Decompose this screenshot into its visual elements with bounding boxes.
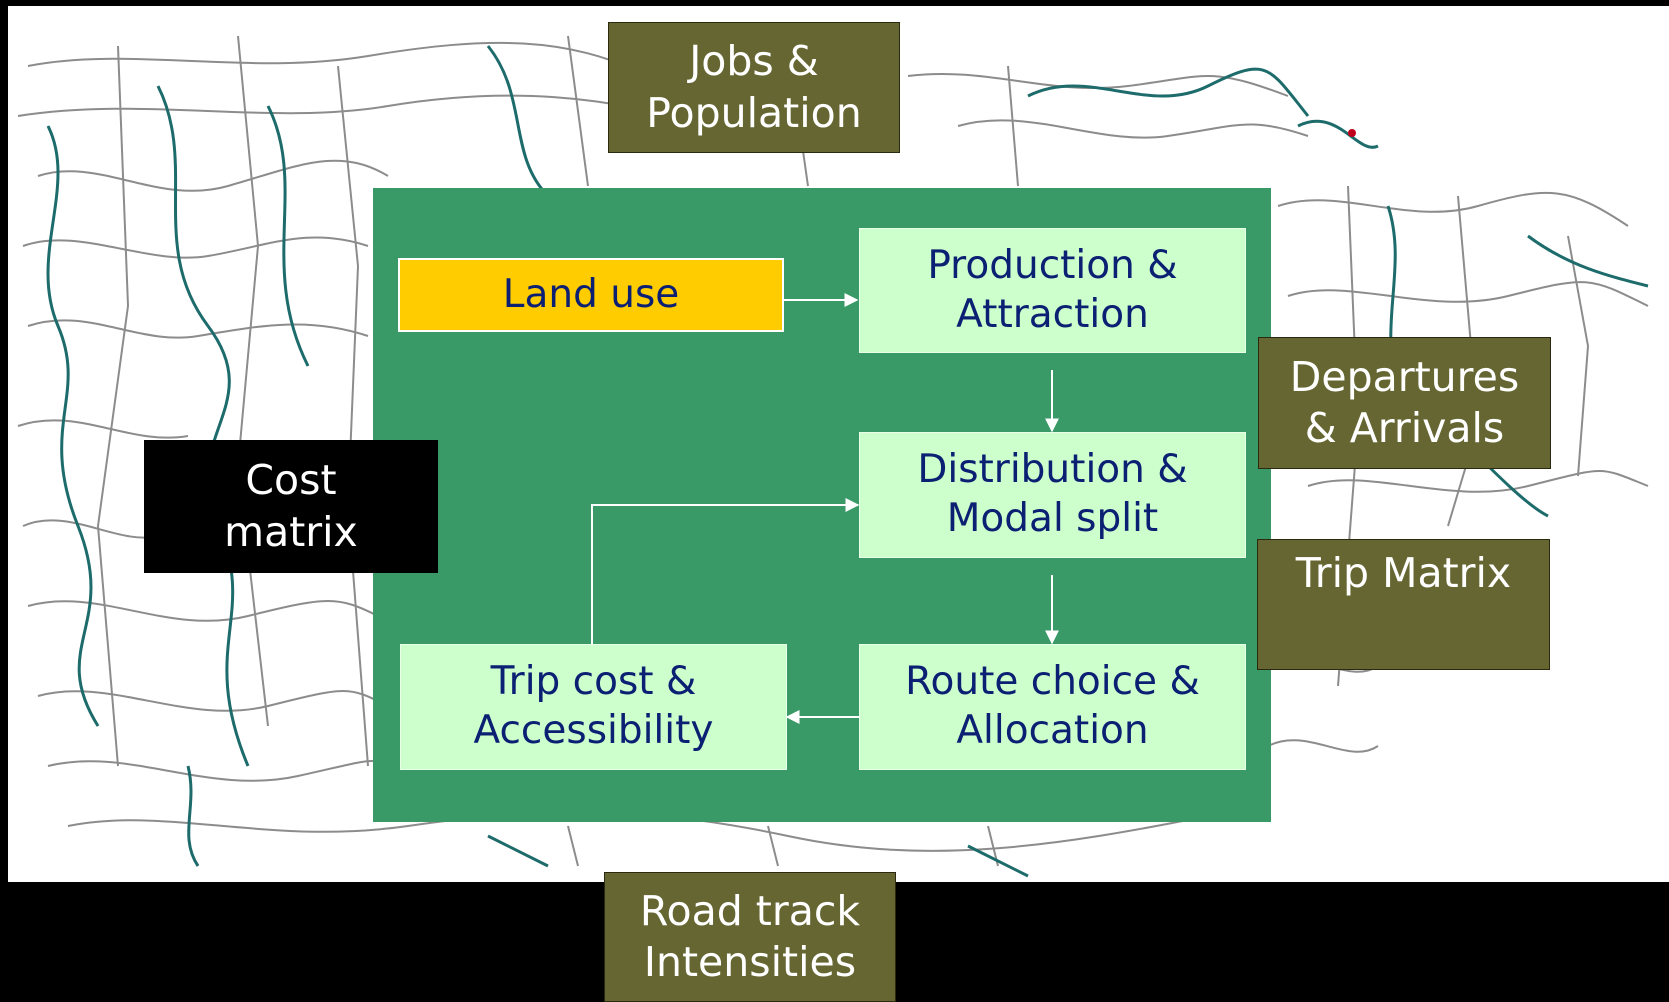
production-attraction-box: Production & Attraction	[859, 228, 1246, 353]
route-choice-allocation-box: Route choice & Allocation	[859, 644, 1246, 770]
cost-matrix-box: Cost matrix	[144, 440, 438, 573]
land-use-box: Land use	[398, 258, 784, 332]
road-track-intensities-box: Road track Intensities	[604, 872, 896, 1002]
departures-arrivals-box: Departures & Arrivals	[1258, 337, 1551, 469]
trip-matrix-box: Trip Matrix	[1257, 539, 1550, 670]
distribution-modal-split-box: Distribution & Modal split	[859, 432, 1246, 558]
trip-cost-accessibility-box: Trip cost & Accessibility	[400, 644, 787, 770]
jobs-population-box: Jobs & Population	[608, 22, 900, 153]
